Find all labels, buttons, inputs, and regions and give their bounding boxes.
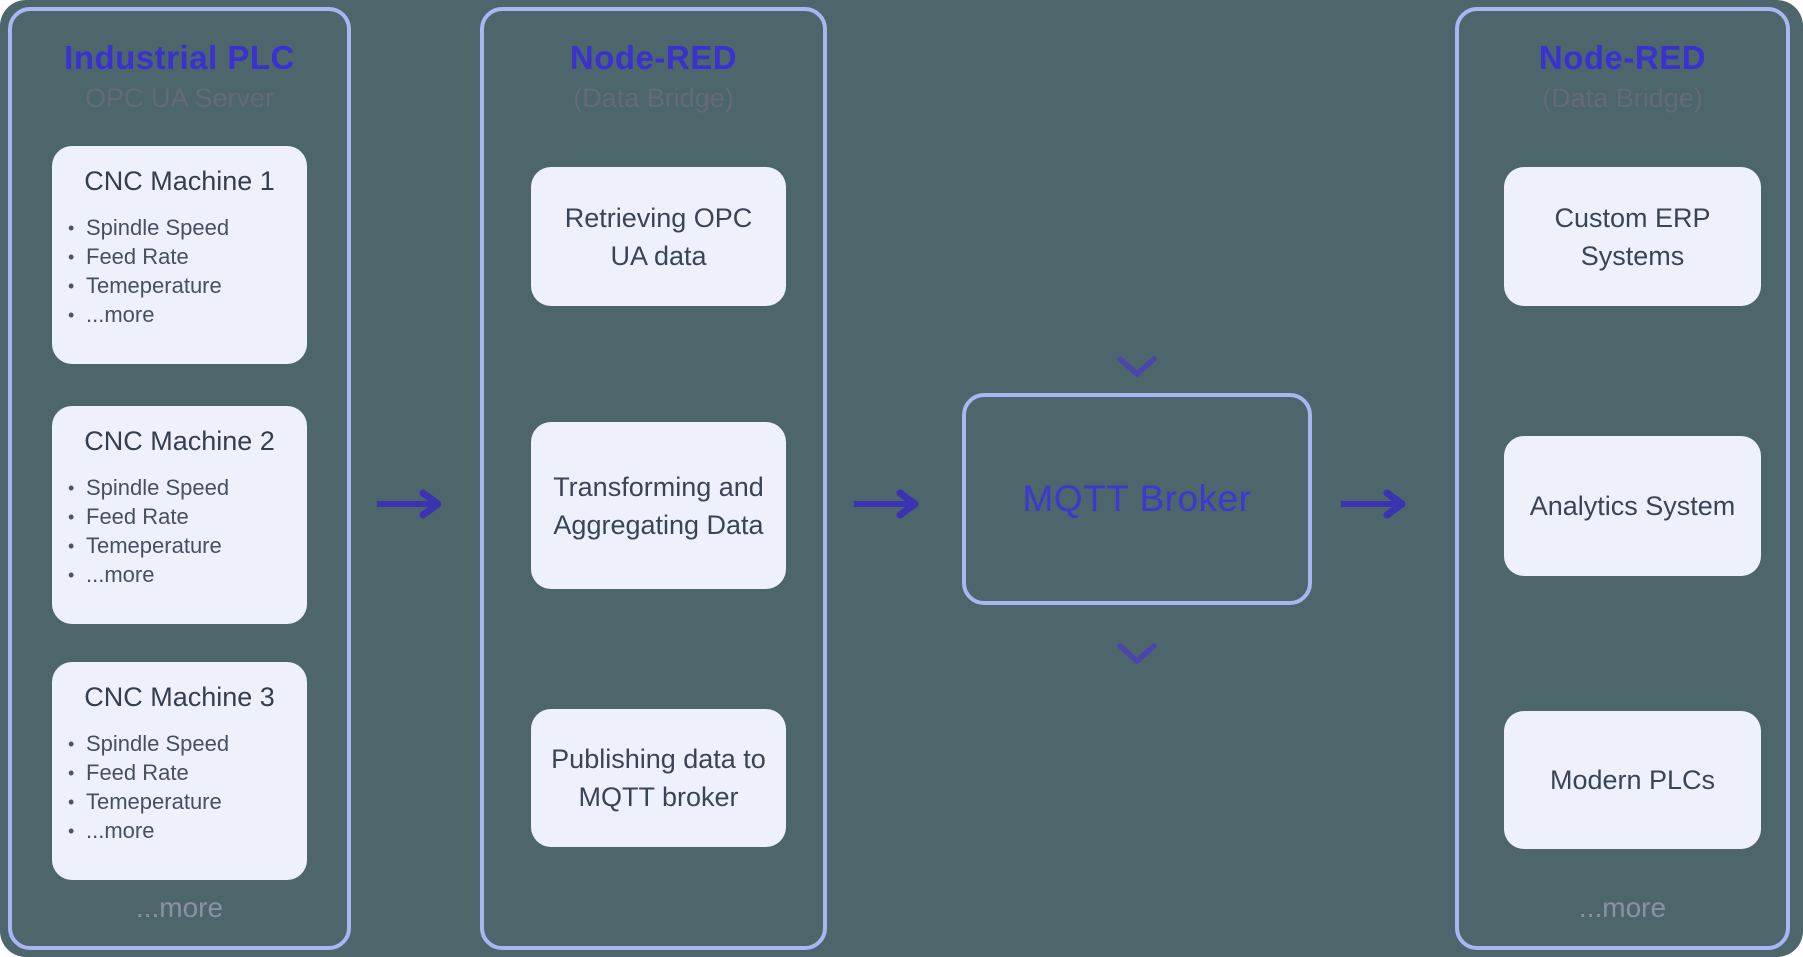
retrieving-opc-ua-step: Retrieving OPC UA data [531, 167, 786, 306]
cnc-machine-1-card: CNC Machine 1 Spindle Speed Feed Rate Te… [52, 146, 307, 364]
cnc-machine-3-title: CNC Machine 3 [84, 682, 275, 712]
chevron-down-icon [1117, 356, 1157, 377]
arrow-right-icon [1341, 489, 1406, 519]
cnc-machine-2-title: CNC Machine 2 [84, 426, 275, 456]
mqtt-broker-label: MQTT Broker [1022, 478, 1252, 519]
list-item: ...more [68, 560, 307, 590]
list-item: Temeperature [68, 787, 307, 817]
cnc-machine-2-signal-list: Spindle Speed Feed Rate Temeperature ...… [52, 473, 307, 590]
custom-erp-systems-card: Custom ERP Systems [1504, 167, 1761, 306]
list-item: Spindle Speed [68, 473, 307, 503]
node-red-bridge-title: Node-RED [569, 39, 738, 76]
modern-plcs-card: Modern PLCs [1504, 711, 1761, 849]
list-item: ...more [68, 300, 307, 330]
analytics-system-card: Analytics System [1504, 436, 1761, 576]
step-label: Transforming and Aggregating Data [553, 471, 764, 540]
cnc-machine-3-card: CNC Machine 3 Spindle Speed Feed Rate Te… [52, 662, 307, 880]
consumers-more-label: ...more [1578, 892, 1667, 923]
node-red-consumers-column: Node-RED (Data Bridge) Custom ERP System… [1455, 7, 1790, 950]
system-label: Modern PLCs [1549, 765, 1716, 795]
data-bridge-subtitle: (Data Bridge) [573, 83, 734, 113]
node-red-consumers-title: Node-RED [1538, 39, 1707, 76]
list-item: Spindle Speed [68, 729, 307, 759]
data-bridge-subtitle: (Data Bridge) [1542, 83, 1703, 113]
cnc-machine-1-signal-list: Spindle Speed Feed Rate Temeperature ...… [52, 213, 307, 330]
publishing-mqtt-step: Publishing data to MQTT broker [531, 709, 786, 847]
list-item: Temeperature [68, 271, 307, 301]
cnc-machine-1-title: CNC Machine 1 [84, 166, 275, 196]
list-item: Spindle Speed [68, 213, 307, 243]
step-label: Publishing data to MQTT broker [551, 744, 766, 812]
arrow-right-icon [854, 489, 919, 519]
step-label: Retrieving OPC UA data [564, 202, 753, 271]
cnc-machine-3-signal-list: Spindle Speed Feed Rate Temeperature ...… [52, 729, 307, 846]
chevron-down-icon [1117, 643, 1157, 664]
transforming-aggregating-step: Transforming and Aggregating Data [531, 422, 786, 589]
industrial-plc-title: Industrial PLC [64, 39, 295, 76]
cnc-machine-2-card: CNC Machine 2 Spindle Speed Feed Rate Te… [52, 406, 307, 624]
list-item: Feed Rate [68, 502, 307, 532]
mqtt-broker-node: MQTT Broker [962, 393, 1312, 605]
system-label: Custom ERP Systems [1554, 202, 1711, 271]
arrow-right-icon [377, 489, 442, 519]
list-item: ...more [68, 816, 307, 846]
list-item: Temeperature [68, 531, 307, 561]
industrial-plc-column: Industrial PLC OPC UA Server CNC Machine… [8, 7, 351, 950]
list-item: Feed Rate [68, 758, 307, 788]
list-item: Feed Rate [68, 242, 307, 272]
system-label: Analytics System [1529, 491, 1736, 521]
opc-ua-server-subtitle: OPC UA Server [84, 83, 275, 113]
plc-more-label: ...more [135, 892, 224, 923]
node-red-bridge-column: Node-RED (Data Bridge) Retrieving OPC UA… [480, 7, 1157, 950]
